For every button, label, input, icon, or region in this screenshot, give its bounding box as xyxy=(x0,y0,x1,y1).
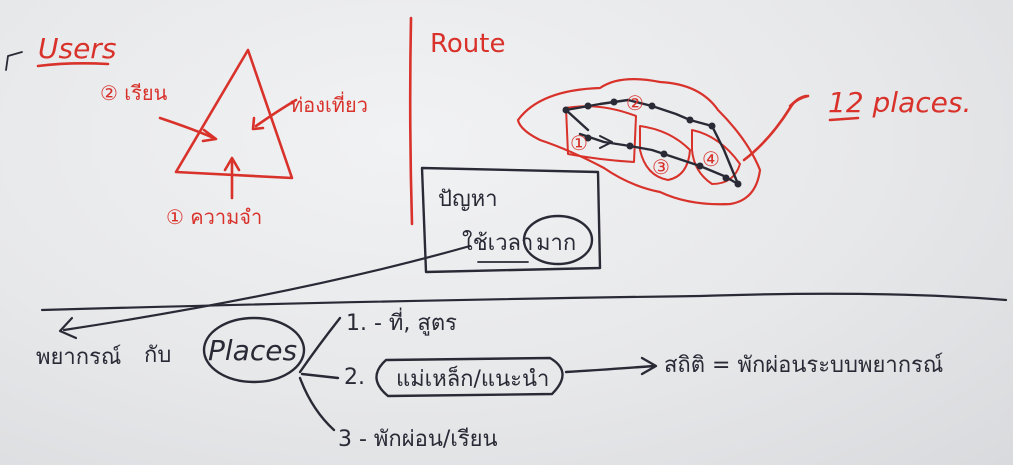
vertex-1-label: ① ความจำ xyxy=(166,205,262,229)
places-word: Places xyxy=(208,334,297,367)
result-text: สถิติ = พักผ่อนระบบพยากรณ์ xyxy=(664,353,943,378)
place-item-1: 1. - ที่, สูตร xyxy=(346,307,457,336)
place-item-2-number: 2. xyxy=(344,365,365,390)
route-stop xyxy=(610,98,618,106)
problem-circled-ring xyxy=(522,214,594,266)
problem-box: ปัญหา ใช้เวลา มาก xyxy=(420,166,602,274)
route-arrow xyxy=(599,135,613,149)
route-stops xyxy=(562,98,742,188)
problem-to-forecast-arrow xyxy=(62,244,472,332)
item-2-to-result-arrow-head xyxy=(640,356,658,376)
bottom-section: พยากรณ์ กับ Places 1. - ที่, สูตร 2. แม่… xyxy=(36,307,943,452)
arrow-from-right xyxy=(254,98,298,128)
route-stop xyxy=(734,180,742,188)
route-stop xyxy=(584,134,592,142)
arrow-from-vertex-2 xyxy=(158,116,216,140)
places-count-label: 12 places. xyxy=(828,86,971,119)
users-title: Users xyxy=(38,32,116,65)
places-pointer-line xyxy=(742,94,808,162)
route-section: Route ① ② ③ ④ 12 xyxy=(430,29,971,206)
branch-to-item-3 xyxy=(298,376,336,432)
problem-line-2: ใช้เวลา xyxy=(462,230,533,256)
place-item-2-text: แม่เหล็ก/แนะนำ xyxy=(396,364,549,392)
route-region-outline xyxy=(516,77,762,206)
arrow-from-vertex-1-head xyxy=(223,156,241,172)
arrow-from-vertex-2-head xyxy=(201,128,218,143)
route-area-label-2: ② xyxy=(626,91,644,115)
route-area-label-4: ④ xyxy=(702,147,720,171)
branch-to-item-1 xyxy=(298,316,342,374)
arrow-from-right-head xyxy=(251,116,265,131)
route-title: Route xyxy=(430,29,505,59)
problem-circled-word: มาก xyxy=(536,231,576,256)
users-triangle xyxy=(174,48,294,180)
vertex-right-label: ท่องเที่ยว xyxy=(290,91,368,117)
users-title-underline xyxy=(36,62,110,68)
places-circle xyxy=(202,316,306,384)
route-stop xyxy=(626,142,634,150)
problem-to-forecast-arrow-head xyxy=(58,316,78,340)
route-area-label-1: ① xyxy=(570,131,588,155)
route-area-label-3: ③ xyxy=(652,155,670,179)
route-stop xyxy=(584,102,592,110)
route-stop xyxy=(708,122,716,130)
vertex-2-label: ② เรียน xyxy=(100,81,168,105)
route-stop xyxy=(660,150,668,158)
route-stop xyxy=(696,162,704,170)
route-stop xyxy=(648,102,656,110)
forecast-text: พยากรณ์ xyxy=(36,345,121,370)
places-pointer-tick xyxy=(788,94,810,108)
places-count-underline xyxy=(828,116,860,122)
corner-mark xyxy=(5,51,23,71)
problem-box-frame xyxy=(420,166,602,274)
route-stop xyxy=(722,174,730,182)
branch-to-item-2 xyxy=(300,372,340,380)
horizontal-divider xyxy=(40,292,1008,312)
forecast-with: กับ xyxy=(144,343,171,368)
users-section: Users ② เรียน ท่องเที่ยว ① ความจำ xyxy=(36,32,368,229)
place-item-3: 3 - พักผ่อน/เรียน xyxy=(338,427,498,452)
item-2-to-result-arrow xyxy=(564,364,656,374)
place-item-2-capsule xyxy=(375,356,564,398)
route-subregion-3 xyxy=(639,125,691,181)
problem-line-1: ปัญหา xyxy=(438,187,498,212)
route-stop xyxy=(562,106,570,114)
section-divider xyxy=(408,16,414,226)
route-stop xyxy=(686,116,694,124)
